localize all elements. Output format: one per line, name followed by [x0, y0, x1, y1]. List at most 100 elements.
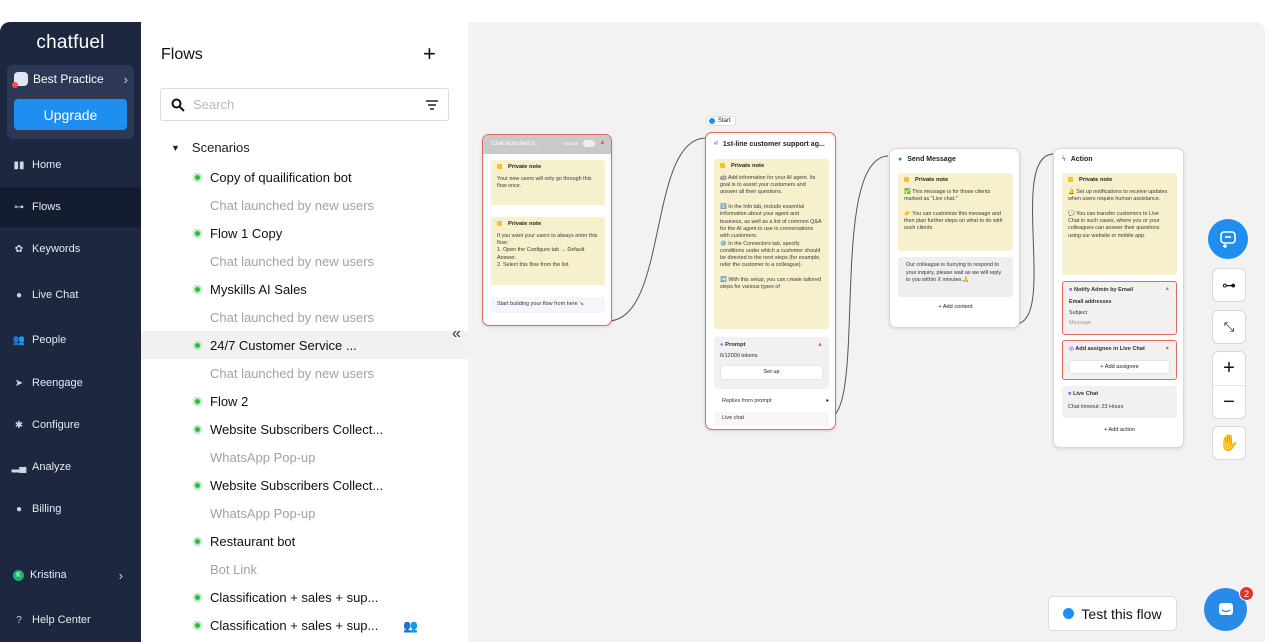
- private-note[interactable]: Private note🤖 Add information for your A…: [714, 159, 829, 329]
- support-chat-button[interactable]: [1204, 588, 1247, 631]
- collapse-panel-icon[interactable]: «: [452, 325, 461, 342]
- active-status-icon: [193, 424, 202, 434]
- zoom-in-button[interactable]: +: [1223, 357, 1235, 379]
- chevron-right-icon: ›: [123, 71, 128, 87]
- send-message-block[interactable]: ●Send Message Private note✅ This message…: [889, 148, 1020, 328]
- people-icon: 👥: [403, 619, 418, 633]
- flow-item[interactable]: Myskills AI Sales: [141, 275, 468, 303]
- workspace-name: Best Practice: [33, 72, 104, 86]
- nav-item-live-chat[interactable]: ●Live Chat: [0, 275, 141, 315]
- status-label: Inactive: [563, 141, 579, 146]
- live-chat-action[interactable]: ■ Live Chat Chat timeout: 23 Hours: [1062, 386, 1177, 418]
- add-flow-button[interactable]: +: [423, 41, 436, 66]
- search-input[interactable]: [193, 97, 413, 112]
- flow-trigger: Chat launched by new users: [141, 191, 468, 219]
- flow-item[interactable]: Website Subscribers Collect...: [141, 415, 468, 443]
- test-flow-button[interactable]: Test this flow: [1048, 596, 1177, 631]
- flow-item[interactable]: Website Subscribers Collect...: [141, 471, 468, 499]
- subject-field[interactable]: Subject: [1069, 310, 1087, 316]
- flow-item[interactable]: Flow 2: [141, 387, 468, 415]
- flow-item-selected[interactable]: 24/7 Customer Service ...: [141, 331, 468, 359]
- nav-item-configure[interactable]: ✱Configure: [0, 405, 141, 445]
- zoom-out-button[interactable]: −: [1213, 385, 1245, 418]
- help-center-link[interactable]: ?Help Center: [0, 600, 141, 640]
- add-action-button[interactable]: + Add action: [1062, 424, 1177, 438]
- action-title: ◎ Add assignee in Live Chat: [1069, 346, 1145, 352]
- active-status-icon: [193, 284, 202, 294]
- minimize-icon: ⤡: [1223, 319, 1235, 334]
- notify-admin-action[interactable]: ■ Notify Admin by Email ▲ Email addresse…: [1062, 281, 1177, 335]
- flow-name: Myskills AI Sales: [210, 281, 307, 297]
- private-note[interactable]: Private note✅ This message is for those …: [898, 173, 1013, 251]
- flows-icon: ⊶: [14, 201, 24, 213]
- flow-name: 24/7 Customer Service ...: [210, 337, 357, 353]
- chat-icon: ●: [15, 289, 23, 301]
- flow-trigger: Chat launched by new users: [141, 303, 468, 331]
- billing-icon: ●: [15, 503, 23, 515]
- flow-item[interactable]: Restaurant bot: [141, 527, 468, 555]
- add-assignee-action[interactable]: ◎ Add assignee in Live Chat ▲ + Add assi…: [1062, 340, 1177, 380]
- active-toggle[interactable]: [583, 140, 595, 147]
- replies-port[interactable]: Replies from prompt●: [722, 398, 829, 404]
- setup-button[interactable]: Set up: [720, 365, 823, 380]
- add-block-button[interactable]: [1208, 219, 1248, 259]
- flow-canvas[interactable]: Start Chat launched b... Inactive ▲ Priv…: [468, 22, 1265, 642]
- flow-item[interactable]: Classification + sales + sup...: [141, 583, 468, 611]
- notification-badge: 2: [1239, 586, 1254, 601]
- hand-icon: ✋: [1219, 435, 1239, 452]
- nav-label: Reengage: [32, 377, 83, 389]
- workspace-switcher[interactable]: Best Practice ›: [12, 71, 128, 88]
- flow-trigger-label: Chat launched by new users: [210, 197, 375, 213]
- upgrade-button[interactable]: Upgrade: [14, 99, 127, 130]
- flow-trigger-label: Chat launched by new users: [210, 365, 375, 381]
- diagram-icon: ⊶: [1222, 276, 1236, 293]
- add-assignee-button[interactable]: + Add assignee: [1069, 360, 1170, 374]
- flow-trigger-label: WhatsApp Pop-up: [210, 449, 316, 465]
- filter-icon[interactable]: [425, 98, 439, 112]
- nav-item-reengage[interactable]: ➤Reengage: [0, 363, 141, 403]
- app-window: chatfuel Best Practice › Upgrade ▮▮Home …: [0, 22, 1265, 642]
- trigger-block[interactable]: Chat launched b... Inactive ▲ Private no…: [482, 134, 612, 326]
- brand-logo: chatfuel: [36, 32, 105, 53]
- add-block-icon: [1220, 231, 1236, 248]
- flow-trigger-label: Chat launched by new users: [210, 253, 375, 269]
- arrange-blocks-button[interactable]: ⊶: [1212, 268, 1246, 302]
- workspace-box: Best Practice › Upgrade: [7, 65, 134, 139]
- message-icon: ●: [898, 156, 903, 163]
- live-chat-port[interactable]: Live chat: [714, 412, 829, 426]
- active-status-icon: [193, 228, 202, 238]
- nav-item-keywords[interactable]: ✿Keywords: [0, 229, 141, 269]
- warning-icon: ▲: [817, 342, 823, 348]
- nav-item-flows[interactable]: ⊶Flows: [0, 187, 141, 227]
- message-text[interactable]: Our colleague is hurrying to respond to …: [898, 257, 1013, 297]
- flow-item[interactable]: Flow 1 Copy: [141, 219, 468, 247]
- main-navigation: chatfuel Best Practice › Upgrade ▮▮Home …: [0, 22, 141, 642]
- nav-item-billing[interactable]: ●Billing: [0, 489, 141, 529]
- pan-tool-button[interactable]: ✋: [1212, 426, 1246, 460]
- add-content-button[interactable]: + Add content: [898, 301, 1013, 315]
- flow-trigger-label: WhatsApp Pop-up: [210, 505, 316, 521]
- message-field[interactable]: Message: [1069, 320, 1091, 326]
- scenarios-group-toggle[interactable]: ▼ Scenarios: [171, 140, 250, 155]
- minimize-button[interactable]: ⤡: [1212, 310, 1246, 344]
- private-note[interactable]: Private note🔔 Set up notifications to re…: [1062, 173, 1177, 275]
- user-menu[interactable]: K Kristina ›: [0, 555, 141, 595]
- flow-item[interactable]: Copy of quailification bot: [141, 163, 468, 191]
- nav-label: Home: [32, 159, 62, 171]
- active-status-icon: [193, 172, 202, 182]
- nav-item-home[interactable]: ▮▮Home: [0, 145, 141, 185]
- active-status-icon: [193, 396, 202, 406]
- search-box: [160, 88, 449, 121]
- nav-item-analyze[interactable]: ▂▄Analyze: [0, 447, 141, 487]
- start-building-hint: Start building your flow from here ↘: [491, 297, 605, 313]
- flow-trigger: Chat launched by new users: [141, 247, 468, 275]
- flow-item[interactable]: Classification + sales + sup...: [141, 611, 468, 639]
- flow-name: Flow 2: [210, 393, 249, 409]
- nav-item-people[interactable]: 👥People: [0, 320, 141, 360]
- caret-down-icon: ▼: [171, 142, 180, 153]
